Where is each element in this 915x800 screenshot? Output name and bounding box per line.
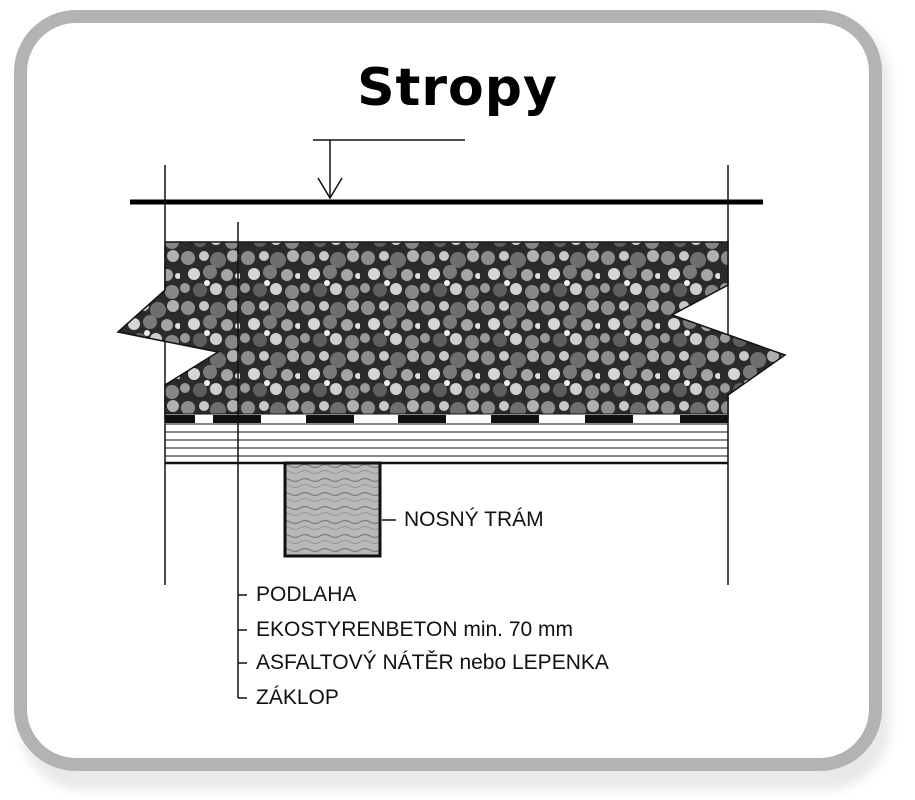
concrete-label: EKOSTYRENBETON min. 70 mm [256,618,574,641]
diagram-title: Stropy [357,58,558,118]
boarding-layer [165,431,728,465]
coating-label: ASFALTOVÝ NÁTĚR nebo LEPENKA [256,651,609,674]
beam-label: NOSNÝ TRÁM [404,508,544,531]
boarding-label: ZÁKLOP [256,686,339,709]
load-bearing-beam [283,461,382,558]
floor-label: PODLAHA [256,583,357,606]
asphalt-coating-dashes [165,415,728,423]
ecostyrene-concrete-layer [116,241,787,419]
load-arrow-head [317,177,343,200]
